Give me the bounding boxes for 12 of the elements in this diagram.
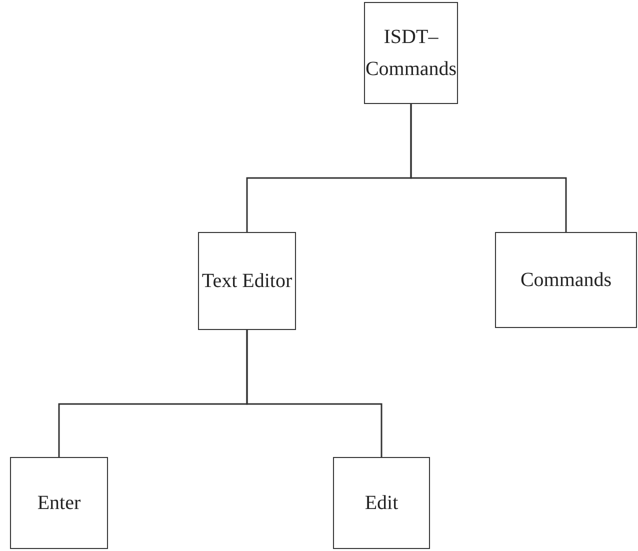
node-label: Text Editor — [202, 269, 292, 294]
connector-line — [246, 330, 382, 457]
node-label: Enter — [37, 491, 81, 516]
tree-node-box — [10, 457, 108, 549]
node-label: Edit — [364, 491, 398, 516]
connector-line — [410, 104, 567, 232]
tree-node-box — [333, 457, 430, 549]
tree-node-box — [495, 232, 637, 328]
tree-node-box — [364, 2, 458, 104]
node-label: ISDT– Commands — [365, 25, 457, 82]
node-label: Commands — [520, 268, 612, 293]
tree-node-box — [198, 232, 296, 330]
